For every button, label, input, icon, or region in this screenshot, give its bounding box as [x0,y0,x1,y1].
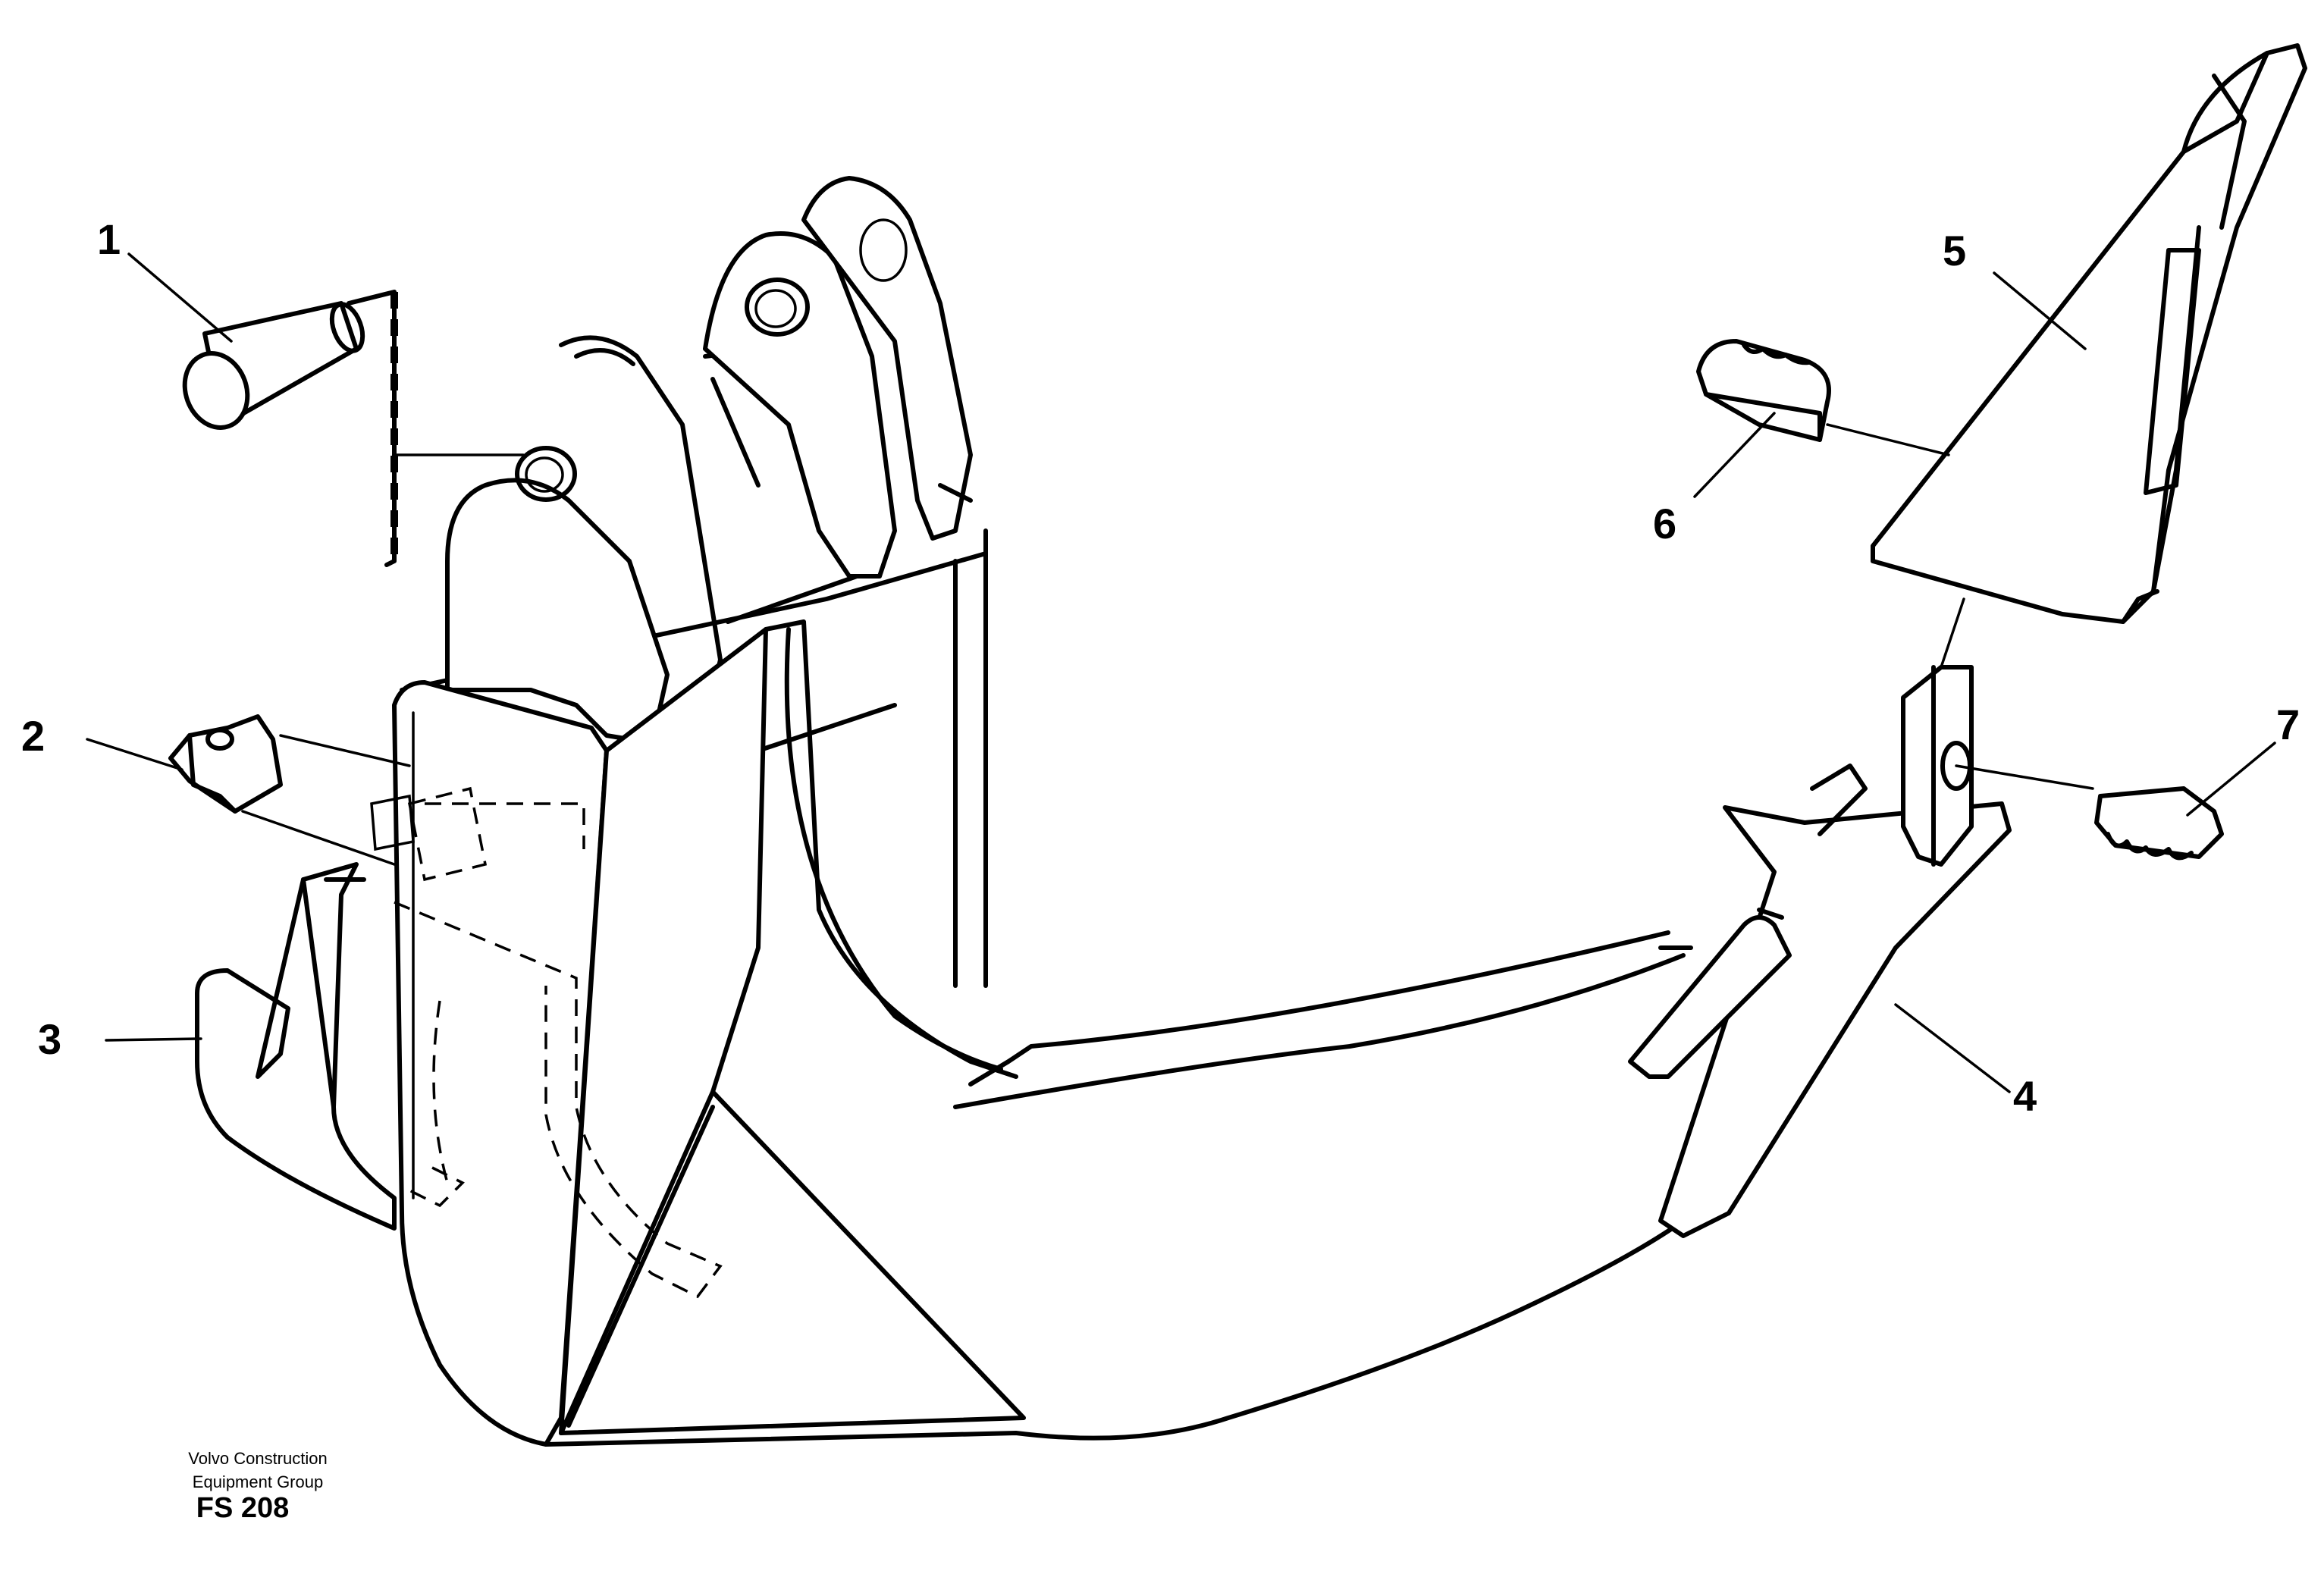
callout-1: 1 [97,215,121,263]
footer-company: Volvo Construction Equipment Group [121,1447,394,1494]
callout-2: 2 [21,712,45,760]
leader-3 [105,1037,202,1042]
part-6-retainer-lock [1696,339,1950,456]
callouts: 1 2 3 4 5 6 7 [21,215,2300,1120]
callout-3: 3 [38,1015,61,1063]
part-4-tooth-holder [1628,597,2012,1238]
part-7-retainer-lock [1955,764,2224,861]
leader-6 [1693,412,1776,498]
leader-5 [1993,271,2087,350]
part-1-pin [182,290,525,567]
leader-2 [86,738,183,771]
figure-code: FS 208 [196,1492,290,1524]
leader-4 [1894,1003,2011,1093]
part-2-adapter [168,714,415,866]
leader-7 [2186,742,2276,817]
callout-4: 4 [2013,1072,2037,1120]
leader-lines [86,252,2276,1093]
callout-5: 5 [1943,227,1966,274]
callout-6: 6 [1653,500,1676,547]
leader-1 [127,252,233,343]
footer-company-line1: Volvo Construction [188,1449,328,1468]
part-5-tooth [1871,43,2307,624]
bucket-body [392,176,1898,1447]
footer-company-line2: Equipment Group [192,1472,324,1491]
callout-7: 7 [2276,701,2300,748]
part-3-side-cutter [195,862,397,1231]
